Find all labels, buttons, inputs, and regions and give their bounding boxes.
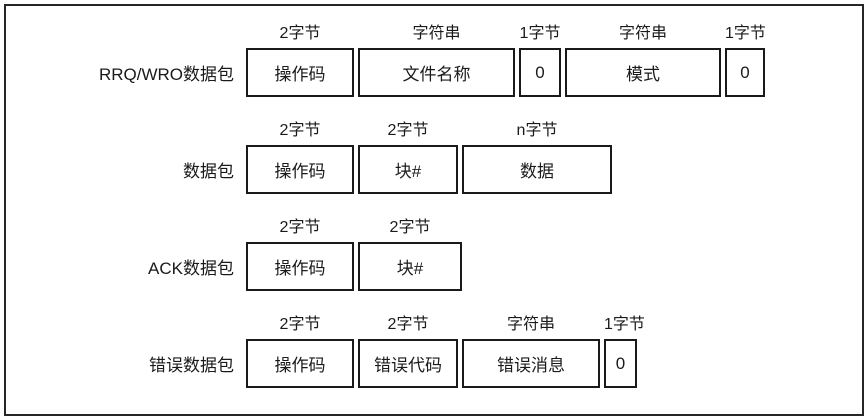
field-size-label: 字符串 — [506, 316, 555, 333]
field: 字符串 文件名称 — [358, 22, 515, 97]
field-box: 错误消息 — [462, 339, 600, 388]
packet-row: RRQ/WRO数据包 2字节 操作码 字符串 文件名称 1字节 0 字符串 模式… — [6, 22, 862, 97]
field-box: 0 — [604, 339, 637, 388]
field: 字符串 模式 — [565, 22, 721, 97]
row-fields: 2字节 操作码 字符串 文件名称 1字节 0 字符串 模式 1字节 0 — [246, 22, 766, 97]
packet-row: 错误数据包 2字节 操作码 2字节 错误代码 字符串 错误消息 1字节 0 — [6, 313, 862, 388]
field-size-label: 2字节 — [279, 25, 321, 42]
field: 2字节 操作码 — [246, 216, 354, 291]
field-box: 操作码 — [246, 145, 354, 194]
field: 1字节 0 — [519, 22, 561, 97]
diagram-frame: RRQ/WRO数据包 2字节 操作码 字符串 文件名称 1字节 0 字符串 模式… — [4, 4, 864, 416]
field-box: 0 — [519, 48, 561, 97]
field-size-label: 2字节 — [279, 316, 321, 333]
field: 1字节 0 — [725, 22, 766, 97]
row-fields: 2字节 操作码 2字节 块# n字节 数据 — [246, 119, 612, 194]
field: 2字节 块# — [358, 119, 458, 194]
row-label: RRQ/WRO数据包 — [98, 65, 234, 84]
field-size-label: 字符串 — [412, 25, 461, 42]
packet-row: ACK数据包 2字节 操作码 2字节 块# — [6, 216, 862, 291]
field-box: 错误代码 — [358, 339, 458, 388]
field-box: 块# — [358, 242, 462, 291]
field: 2字节 块# — [358, 216, 462, 291]
field: n字节 数据 — [462, 119, 612, 194]
field: 2字节 操作码 — [246, 313, 354, 388]
row-label: ACK数据包 — [148, 259, 234, 278]
field-size-label: 1字节 — [725, 25, 766, 42]
field-size-label: 1字节 — [604, 316, 645, 333]
field-size-label: 2字节 — [279, 219, 321, 236]
field-size-label: 2字节 — [279, 122, 321, 139]
field-size-label: 字符串 — [618, 25, 667, 42]
field-size-label: 2字节 — [389, 219, 431, 236]
field-size-label: 2字节 — [387, 122, 429, 139]
field-size-label: n字节 — [516, 122, 558, 139]
field-size-label: 1字节 — [519, 25, 561, 42]
field-box: 文件名称 — [358, 48, 515, 97]
row-label: 错误数据包 — [149, 356, 234, 375]
field-box: 操作码 — [246, 339, 354, 388]
field: 字符串 错误消息 — [462, 313, 600, 388]
field-size-label: 2字节 — [387, 316, 429, 333]
packet-row: 数据包 2字节 操作码 2字节 块# n字节 数据 — [6, 119, 862, 194]
field: 2字节 操作码 — [246, 22, 354, 97]
field: 2字节 操作码 — [246, 119, 354, 194]
field-box: 块# — [358, 145, 458, 194]
field: 1字节 0 — [604, 313, 645, 388]
field-box: 操作码 — [246, 48, 354, 97]
field-box: 操作码 — [246, 242, 354, 291]
field-box: 0 — [725, 48, 765, 97]
row-fields: 2字节 操作码 2字节 块# — [246, 216, 462, 291]
field-box: 模式 — [565, 48, 721, 97]
packet-rows: RRQ/WRO数据包 2字节 操作码 字符串 文件名称 1字节 0 字符串 模式… — [6, 22, 862, 410]
row-fields: 2字节 操作码 2字节 错误代码 字符串 错误消息 1字节 0 — [246, 313, 645, 388]
field-box: 数据 — [462, 145, 612, 194]
field: 2字节 错误代码 — [358, 313, 458, 388]
row-label: 数据包 — [183, 162, 234, 181]
